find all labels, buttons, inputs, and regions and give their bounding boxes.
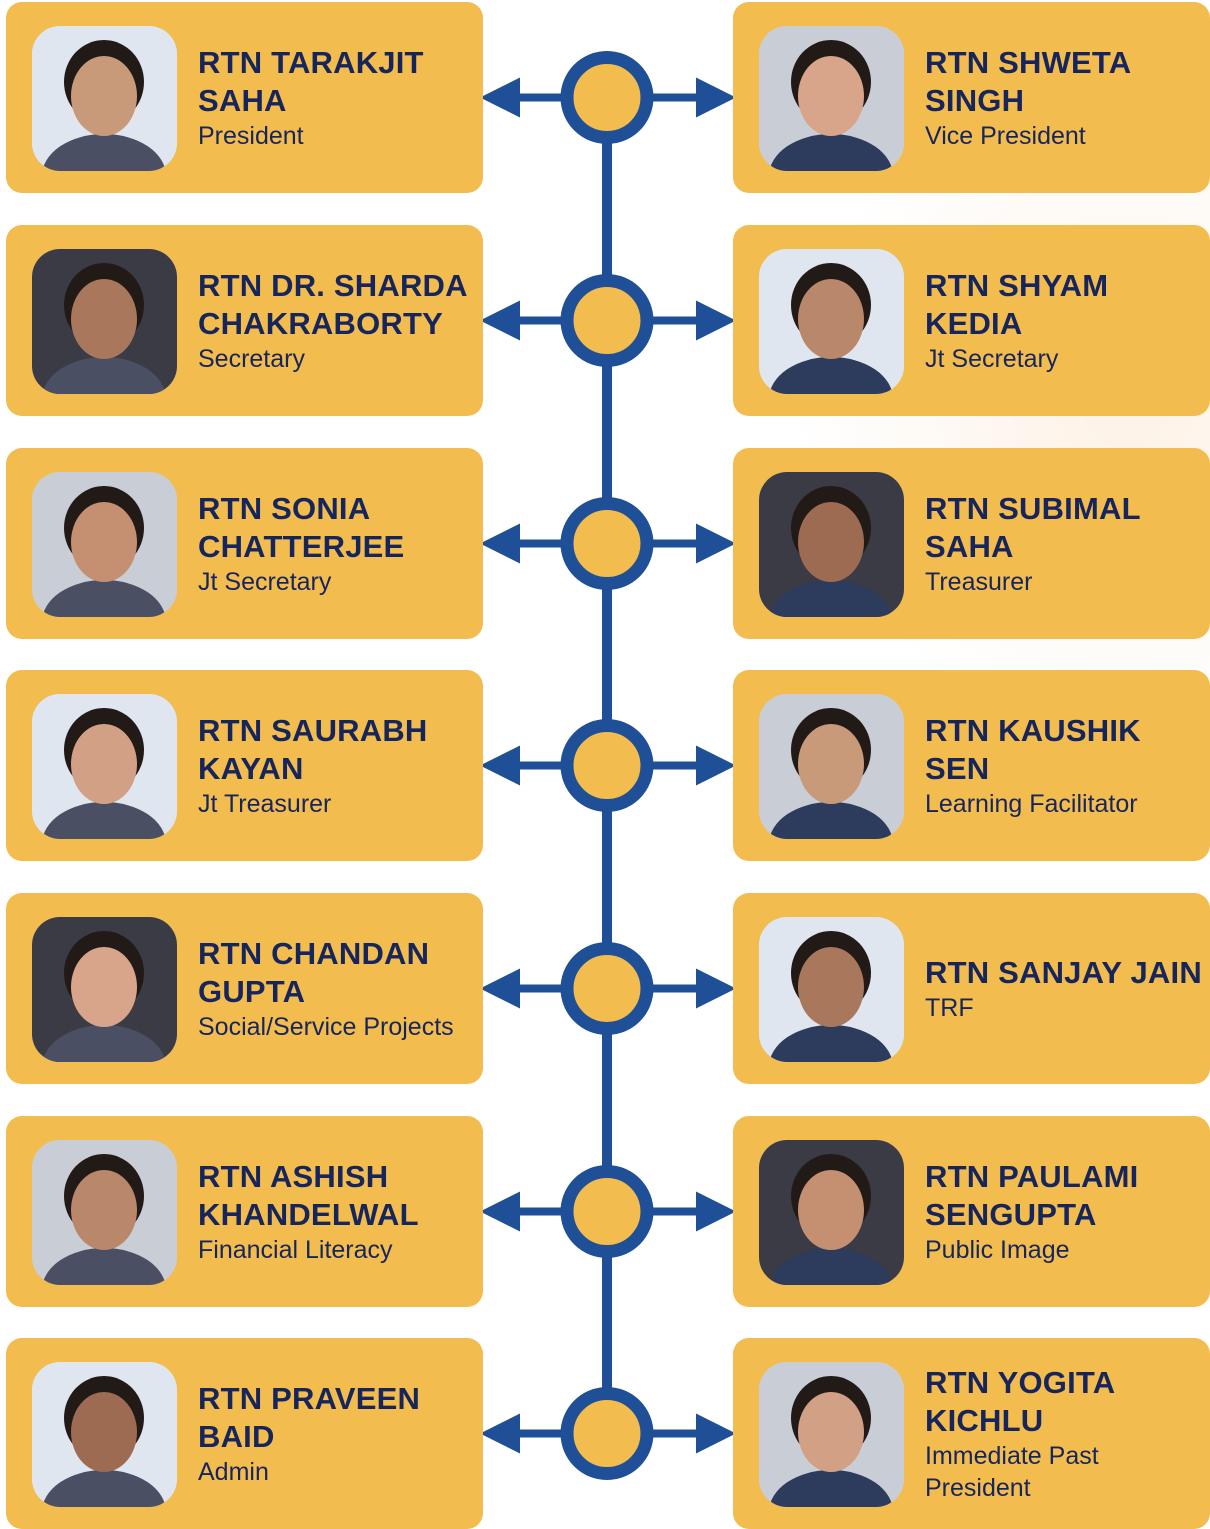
member-role: Admin <box>198 1457 269 1486</box>
member-card: RTN SHWETA SINGH Vice President <box>733 2 1210 193</box>
avatar <box>759 472 904 617</box>
member-name: RTN KAUSHIK SEN <box>925 712 1141 786</box>
member-card: RTN SANJAY JAIN TRF <box>733 893 1210 1084</box>
avatar <box>32 1362 177 1507</box>
member-role: Vice President <box>925 121 1086 150</box>
member-name: RTN PRAVEEN BAID <box>198 1380 421 1454</box>
avatar <box>759 1140 904 1285</box>
member-name: RTN PAULAMI SENGUPTA <box>925 1158 1139 1232</box>
member-name: RTN SAURABH KAYAN <box>198 712 428 786</box>
member-card: RTN SONIA CHATTERJEE Jt Secretary <box>6 448 483 639</box>
avatar <box>759 26 904 171</box>
member-card: RTN SHYAM KEDIA Jt Secretary <box>733 225 1210 416</box>
member-card: RTN DR. SHARDA CHAKRABORTY Secretary <box>6 225 483 416</box>
member-photo <box>32 917 177 1062</box>
member-card: RTN PRAVEEN BAID Admin <box>6 1338 483 1529</box>
member-card: RTN PAULAMI SENGUPTA Public Image <box>733 1116 1210 1307</box>
timeline-node <box>560 51 654 144</box>
avatar <box>32 917 177 1062</box>
member-photo <box>759 472 904 617</box>
timeline-node <box>560 274 654 367</box>
member-role: Jt Secretary <box>198 567 332 596</box>
avatar <box>759 1362 904 1507</box>
member-card: RTN TARAKJIT SAHA President <box>6 2 483 193</box>
member-role: Secretary <box>198 344 305 373</box>
member-role: Immediate Past President <box>925 1441 1099 1502</box>
avatar <box>759 694 904 839</box>
member-role: Treasurer <box>925 567 1033 596</box>
member-photo <box>32 249 177 394</box>
member-card: RTN SAURABH KAYAN Jt Treasurer <box>6 670 483 861</box>
avatar <box>759 917 904 1062</box>
member-card: RTN ASHISH KHANDELWAL Financial Literacy <box>6 1116 483 1307</box>
member-photo <box>759 249 904 394</box>
timeline-node <box>560 1165 654 1258</box>
member-name: RTN CHANDAN GUPTA <box>198 935 430 1009</box>
member-card: RTN SUBIMAL SAHA Treasurer <box>733 448 1210 639</box>
member-photo <box>759 917 904 1062</box>
timeline-node <box>560 719 654 812</box>
member-photo <box>759 26 904 171</box>
member-name: RTN ASHISH KHANDELWAL <box>198 1158 419 1232</box>
member-photo <box>32 26 177 171</box>
member-photo <box>759 1140 904 1285</box>
timeline-node <box>560 497 654 590</box>
avatar <box>32 26 177 171</box>
member-role: Learning Facilitator <box>925 789 1138 818</box>
member-photo <box>759 1362 904 1507</box>
member-name: RTN DR. SHARDA CHAKRABORTY <box>198 267 467 341</box>
avatar <box>32 249 177 394</box>
member-card: RTN YOGITA KICHLU Immediate Past Preside… <box>733 1338 1210 1529</box>
member-photo <box>32 1362 177 1507</box>
member-name: RTN SUBIMAL SAHA <box>925 490 1141 564</box>
timeline-node <box>560 1387 654 1480</box>
avatar <box>759 249 904 394</box>
member-role: Financial Literacy <box>198 1235 393 1264</box>
member-photo <box>759 694 904 839</box>
member-card: RTN CHANDAN GUPTA Social/Service Project… <box>6 893 483 1084</box>
member-role: Jt Secretary <box>925 344 1059 373</box>
member-name: RTN SANJAY JAIN <box>925 954 1202 990</box>
avatar <box>32 472 177 617</box>
member-photo <box>32 472 177 617</box>
member-photo <box>32 1140 177 1285</box>
member-role: President <box>198 121 304 150</box>
member-name: RTN SHYAM KEDIA <box>925 267 1109 341</box>
member-role: Public Image <box>925 1235 1070 1264</box>
avatar <box>32 1140 177 1285</box>
member-role: TRF <box>925 993 974 1022</box>
member-card: RTN KAUSHIK SEN Learning Facilitator <box>733 670 1210 861</box>
member-name: RTN TARAKJIT SAHA <box>198 44 424 118</box>
member-role: Jt Treasurer <box>198 789 332 818</box>
member-name: RTN SONIA CHATTERJEE <box>198 490 405 564</box>
member-photo <box>32 694 177 839</box>
member-role: Social/Service Projects <box>198 1012 454 1041</box>
timeline-node <box>560 942 654 1035</box>
member-name: RTN SHWETA SINGH <box>925 44 1131 118</box>
avatar <box>32 694 177 839</box>
member-name: RTN YOGITA KICHLU <box>925 1364 1115 1438</box>
